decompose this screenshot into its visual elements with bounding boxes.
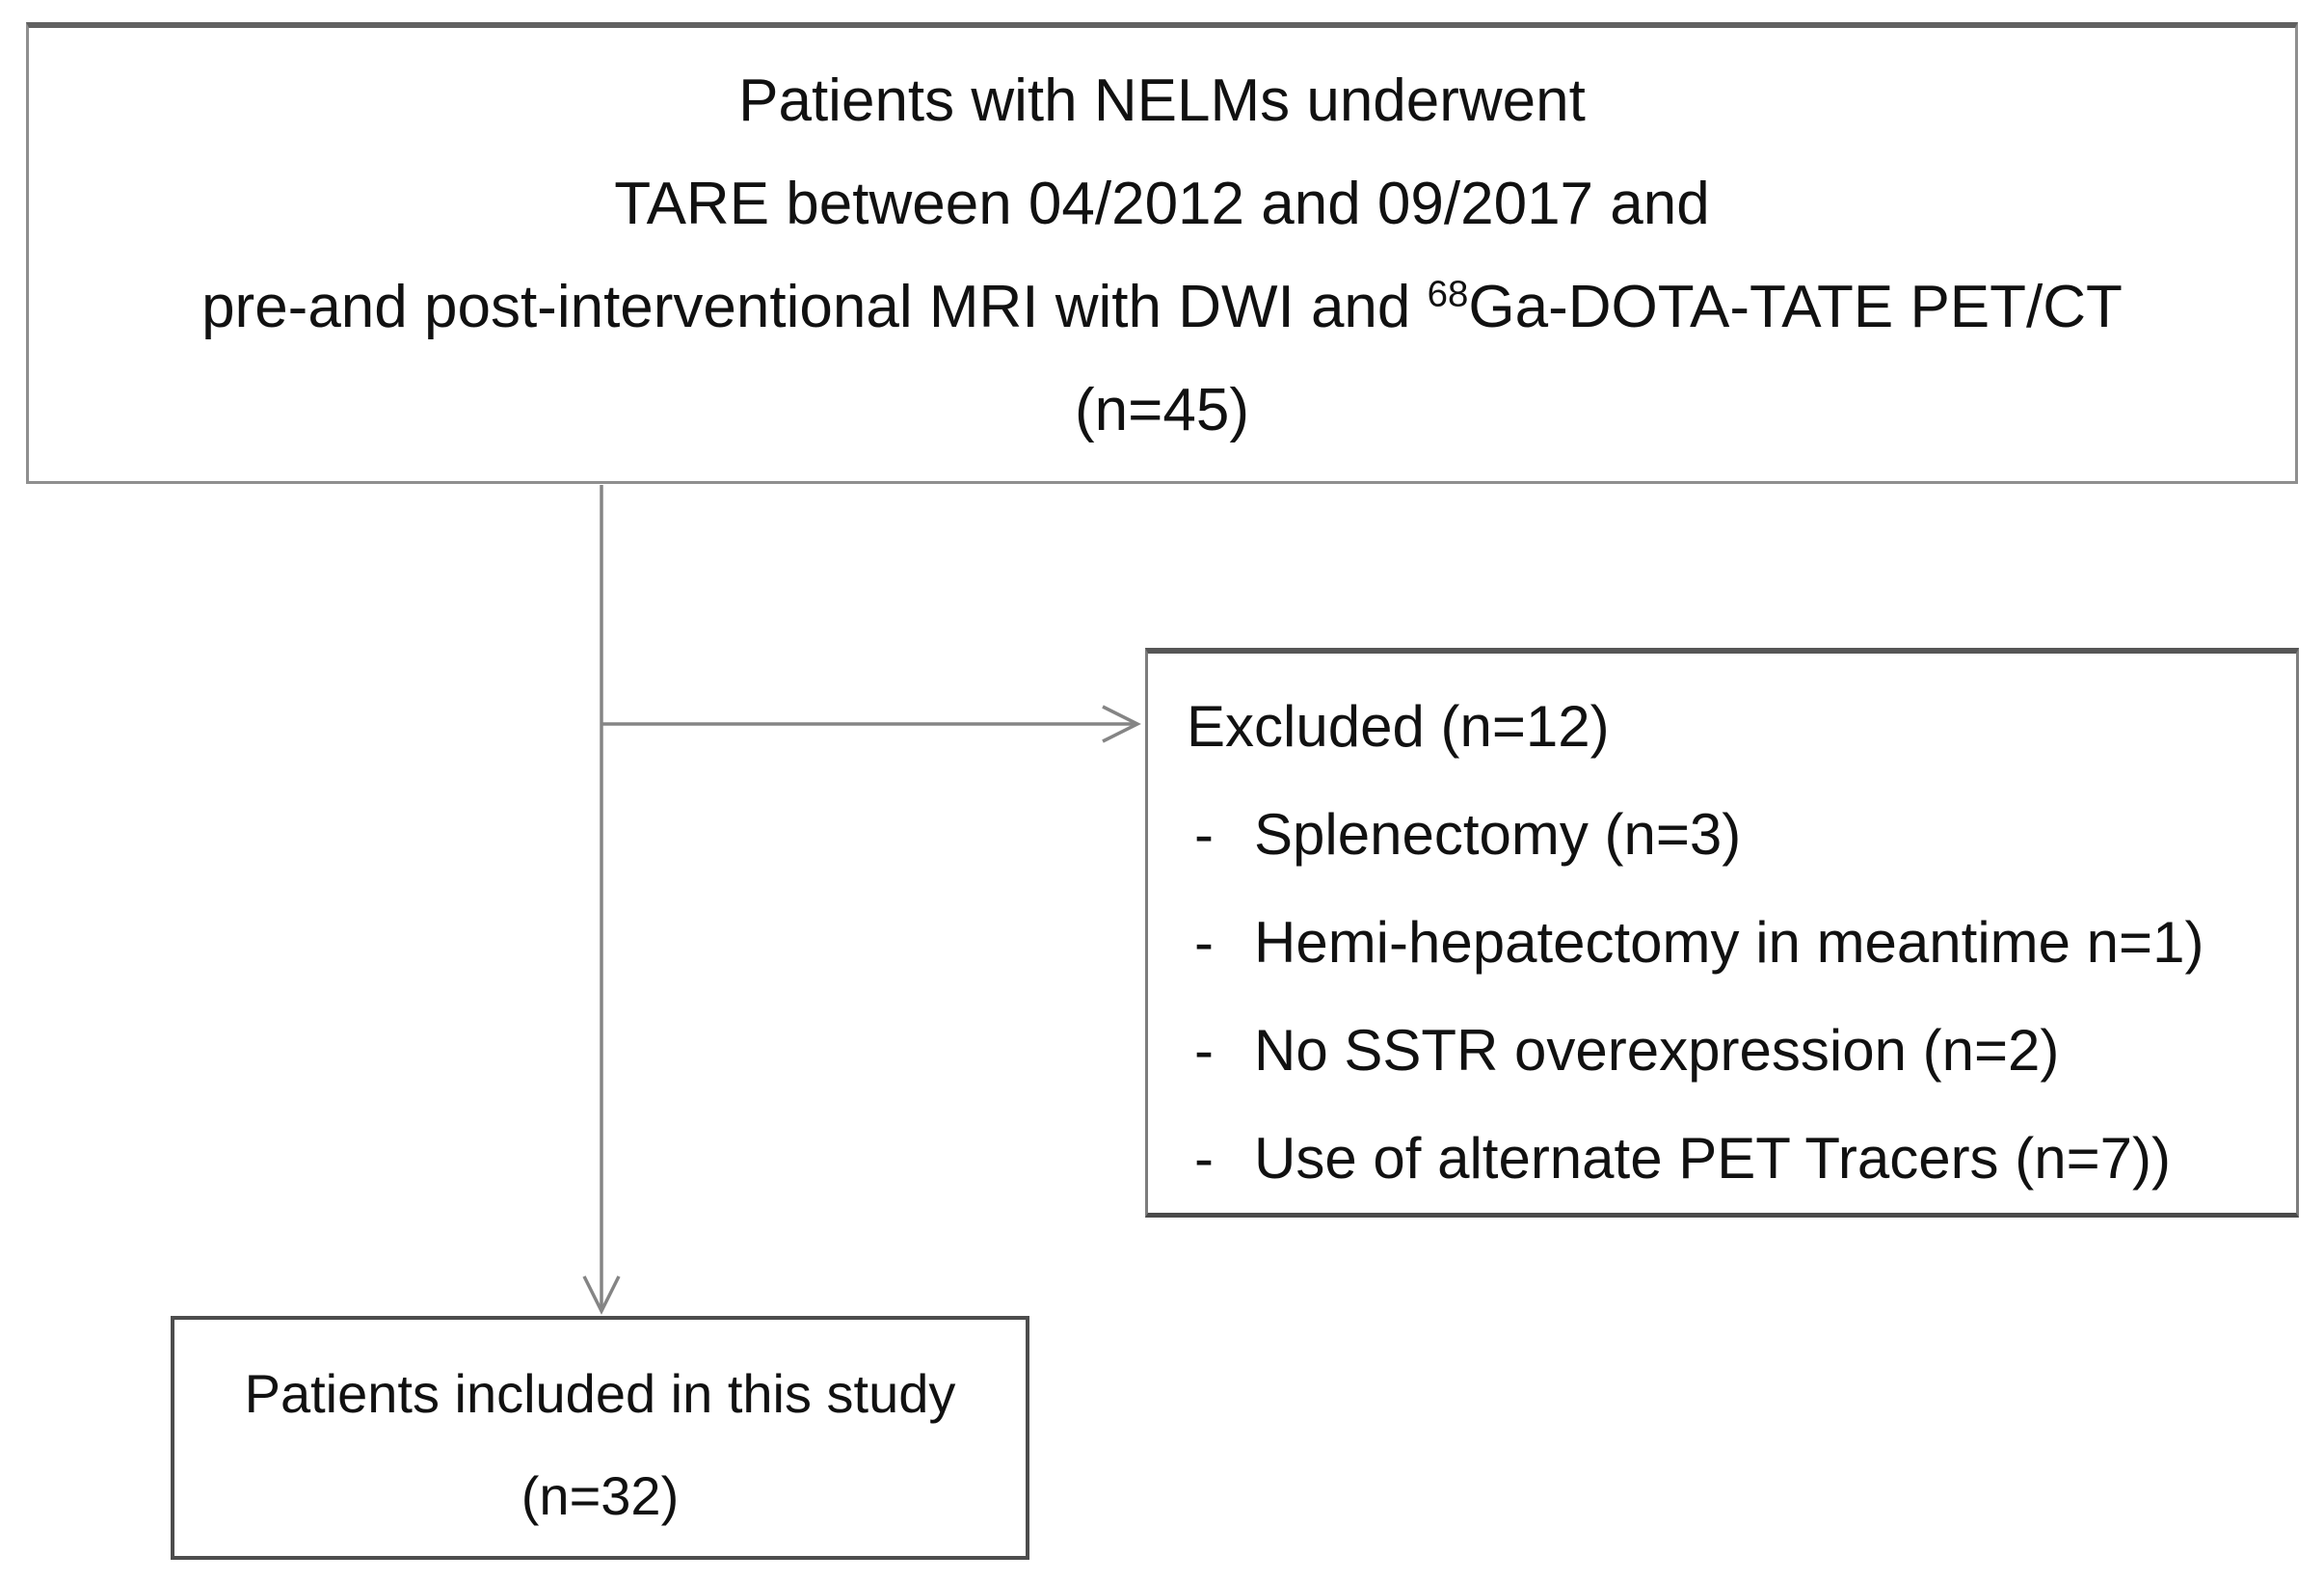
included-box: Patients included in this study (n=32)	[171, 1316, 1029, 1560]
included-box-count: (n=32)	[521, 1465, 680, 1526]
top-box-line-1: Patients with NELMs underwent	[738, 67, 1586, 134]
top-box-line-3: pre-and post-interventional MRI with DWI…	[29, 255, 2295, 359]
excluded-item-text: No SSTR overexpression (n=2)	[1254, 1018, 2060, 1083]
excluded-item-text: Use of alternate PET Tracers (n=7))	[1254, 1126, 2171, 1191]
dash-bullet: -	[1194, 802, 1214, 867]
top-box-line-2: TARE between 04/2012 and 09/2017 and	[614, 171, 1710, 237]
down-arrowhead-icon	[582, 1275, 621, 1315]
excluded-item-text: Hemi-hepatectomy in meantime n=1)	[1254, 910, 2204, 975]
top-box-line-3-prefix: pre-and post-interventional MRI with DWI…	[201, 274, 1428, 340]
excluded-item: - No SSTR overexpression (n=2)	[1187, 997, 2277, 1105]
right-arrowhead-icon	[1102, 705, 1141, 743]
top-box-line-3-suffix: Ga-DOTA-TATE PET/CT	[1468, 274, 2123, 340]
excluded-item: - Splenectomy (n=3)	[1187, 781, 2277, 889]
excluded-box: Excluded (n=12) - Splenectomy (n=3) - He…	[1145, 648, 2299, 1218]
excluded-box-title: Excluded (n=12)	[1187, 694, 1610, 759]
top-box-count: (n=45)	[1075, 377, 1249, 443]
excluded-item-text: Splenectomy (n=3)	[1254, 802, 1742, 867]
dash-bullet: -	[1194, 910, 1214, 975]
included-box-line-1: Patients included in this study	[244, 1363, 956, 1424]
dash-bullet: -	[1194, 1018, 1214, 1083]
dash-bullet: -	[1194, 1126, 1214, 1191]
excluded-item: - Use of alternate PET Tracers (n=7))	[1187, 1105, 2277, 1213]
isotope-superscript: 68	[1427, 273, 1469, 315]
excluded-item: - Hemi-hepatectomy in meantime n=1)	[1187, 889, 2277, 997]
top-box: Patients with NELMs underwent TARE betwe…	[26, 22, 2298, 484]
